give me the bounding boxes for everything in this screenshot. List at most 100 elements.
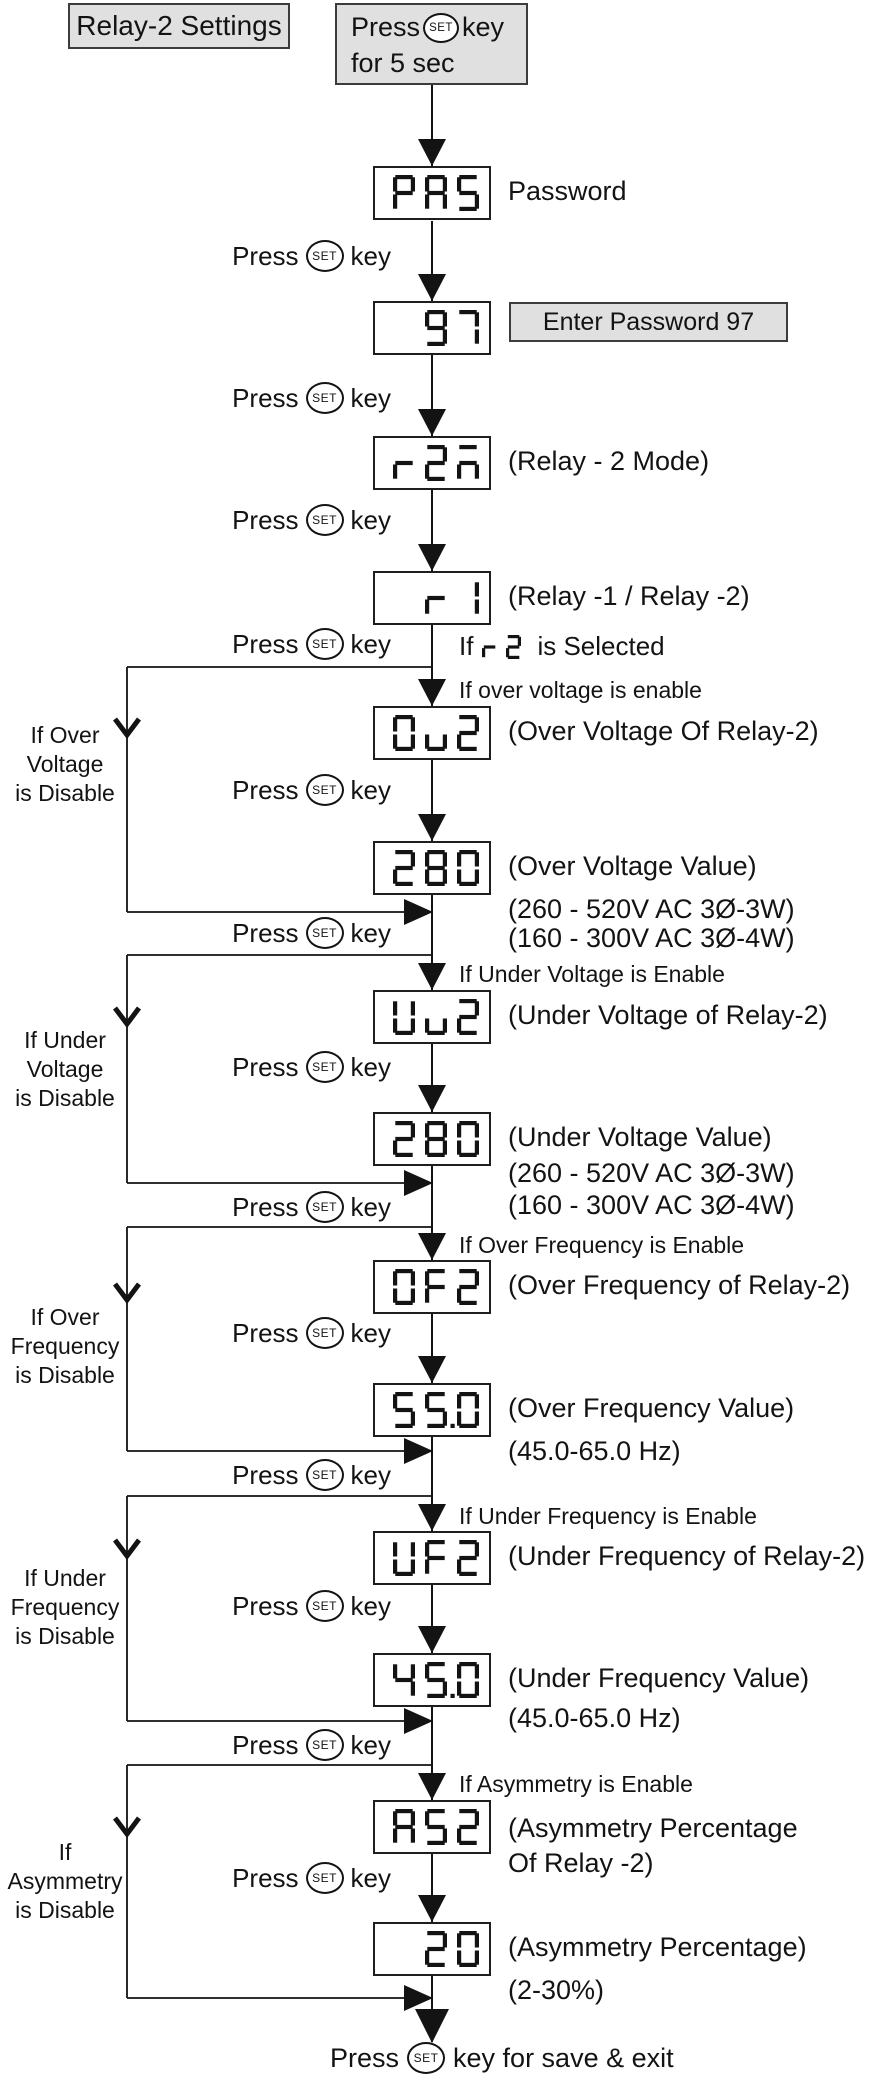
set-key-icon: SET: [305, 1729, 344, 1761]
display-under-frequency: [373, 1531, 491, 1585]
start-node-line1: Press SET key: [351, 12, 526, 43]
sevenseg-r2m: [393, 445, 479, 481]
sevenseg-450: [393, 1662, 479, 1698]
set-key-icon: SET: [305, 917, 344, 949]
label-under-voltage-range-3w: (260 - 520V AC 3Ø-3W): [508, 1158, 795, 1188]
display-pas: [373, 166, 491, 220]
set-key-icon: SET: [305, 1862, 344, 1894]
display-asymmetry: [373, 1800, 491, 1854]
start-node: Press SET key for 5 sec: [335, 3, 528, 85]
condition-r2-prefix: If: [459, 631, 474, 661]
sevenseg-280b: [393, 1121, 479, 1157]
label-asymmetry: (Asymmetry Percentage Of Relay -2): [508, 1811, 798, 1881]
display-under-frequency-value: [373, 1653, 491, 1707]
label-asymmetry-line2: Of Relay -2): [508, 1848, 654, 1878]
set-key-icon: SET: [305, 1317, 344, 1349]
display-password-value: [373, 301, 491, 355]
label-over-voltage-value: (Over Voltage Value): [508, 851, 757, 881]
set-key-icon: SET: [407, 2042, 446, 2074]
sevenseg-uf2: [393, 1540, 479, 1576]
branch-chevron-arrows: [113, 717, 141, 1839]
set-key-icon: SET: [305, 1459, 344, 1491]
password-note-text: Enter Password 97: [542, 307, 755, 336]
branch-label-over-voltage-disable: If Over Voltage is Disable: [15, 722, 115, 806]
label-under-voltage: (Under Voltage of Relay-2): [508, 1000, 828, 1030]
sevenseg-r2-inline: [482, 634, 522, 659]
condition-asymmetry-enable: If Asymmetry is Enable: [459, 1771, 693, 1797]
label-asymmetry-line1: (Asymmetry Percentage: [508, 1813, 798, 1843]
sevenseg-97: [425, 310, 479, 346]
condition-over-voltage-enable: If over voltage is enable: [459, 677, 702, 703]
display-over-frequency-value: [373, 1383, 491, 1437]
start-node-line2: for 5 sec: [351, 48, 455, 78]
display-relay2-mode: [373, 436, 491, 490]
sevenseg-550: [393, 1392, 479, 1428]
display-over-frequency: [373, 1260, 491, 1314]
start-press-text: Press: [351, 12, 421, 42]
label-over-voltage: (Over Voltage Of Relay-2): [508, 716, 819, 746]
display-over-voltage: [373, 706, 491, 760]
sevenseg-pas: [393, 175, 479, 211]
label-asymmetry-range: (2-30%): [508, 1975, 605, 2005]
branch-label-under-frequency-disable: If Under Frequency is Disable: [10, 1565, 120, 1649]
diagram-title: Relay-2 Settings: [68, 3, 290, 49]
set-key-icon: SET: [423, 12, 460, 43]
set-key-icon: SET: [305, 774, 344, 806]
label-under-frequency: (Under Frequency of Relay-2): [508, 1541, 866, 1571]
label-under-voltage-range-4w: (160 - 300V AC 3Ø-4W): [508, 1190, 795, 1220]
display-relay-select: [373, 571, 491, 625]
branch-label-asymmetry-disable: If Asymmetry is Disable: [7, 1839, 123, 1923]
label-password: Password: [508, 176, 627, 206]
set-key-icon: SET: [305, 1051, 344, 1083]
condition-under-frequency-enable: If Under Frequency is Enable: [459, 1503, 757, 1529]
label-over-frequency-range: (45.0-65.0 Hz): [508, 1436, 681, 1466]
label-asymmetry-value: (Asymmetry Percentage): [508, 1932, 807, 1962]
label-under-frequency-range: (45.0-65.0 Hz): [508, 1703, 681, 1733]
set-key-icon: SET: [305, 504, 344, 536]
branch-label-under-voltage-disable: If Under Voltage is Disable: [15, 1027, 115, 1111]
condition-r2-selected: If is Selected: [459, 631, 665, 662]
password-note-badge: Enter Password 97: [509, 302, 788, 342]
set-key-icon: SET: [305, 1191, 344, 1223]
set-key-icon: SET: [305, 628, 344, 660]
label-relay2-mode: (Relay - 2 Mode): [508, 446, 710, 476]
start-key-text: key: [462, 12, 505, 42]
set-key-icon: SET: [305, 1590, 344, 1622]
display-under-voltage-value: [373, 1112, 491, 1166]
arrowheads: [404, 139, 449, 2043]
display-over-voltage-value: [373, 841, 491, 895]
sevenseg-of2: [393, 1269, 479, 1305]
label-relay-select: (Relay -1 / Relay -2): [508, 581, 750, 611]
diagram-title-text: Relay-2 Settings: [76, 10, 282, 41]
display-asymmetry-value: [373, 1922, 491, 1976]
sevenseg-uu2: [393, 999, 479, 1035]
label-over-voltage-range-3w: (260 - 520V AC 3Ø-3W): [508, 894, 795, 924]
set-key-icon: SET: [305, 382, 344, 414]
label-under-voltage-value: (Under Voltage Value): [508, 1122, 772, 1152]
set-key-icon: SET: [305, 240, 344, 272]
sevenseg-20: [425, 1931, 479, 1967]
condition-over-frequency-enable: If Over Frequency is Enable: [459, 1232, 745, 1258]
condition-under-voltage-enable: If Under Voltage is Enable: [459, 961, 725, 987]
final-step-label: Press SET key for save & exit: [330, 2042, 674, 2074]
label-under-frequency-value: (Under Frequency Value): [508, 1663, 810, 1693]
display-under-voltage: [373, 990, 491, 1044]
label-over-frequency-value: (Over Frequency Value): [508, 1393, 795, 1423]
sevenseg-ou2: [393, 715, 479, 751]
label-over-frequency: (Over Frequency of Relay-2): [508, 1270, 851, 1300]
